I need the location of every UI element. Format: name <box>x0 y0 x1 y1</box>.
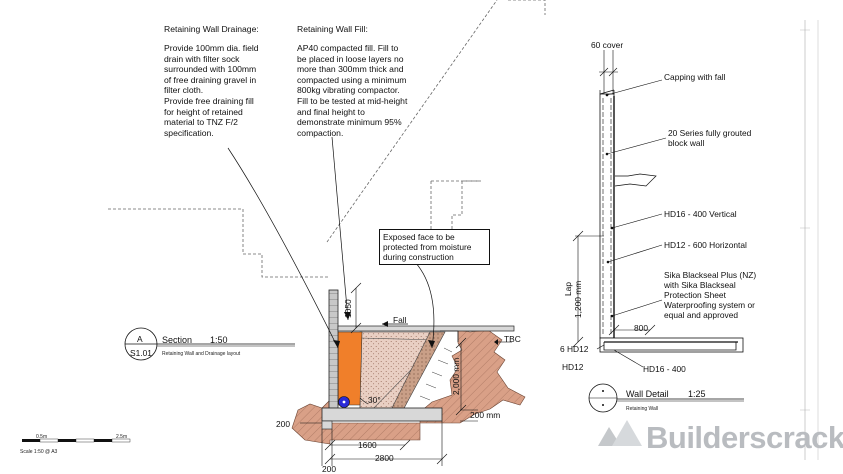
section-sheet-number: S1.01 <box>130 348 152 358</box>
note-leaders <box>227 136 435 349</box>
section-dimensions <box>300 282 512 466</box>
dim-800: 800 <box>634 323 648 333</box>
dim-200-bottom: 200 <box>322 464 336 474</box>
dim-1600: 1600 <box>358 440 377 450</box>
leader-arrowheads <box>333 312 435 348</box>
section-letter: A <box>137 334 143 344</box>
slab-edge <box>440 330 459 342</box>
wall-detail-title-symbol <box>588 383 744 413</box>
fill-note-title: Retaining Wall Fill: <box>297 24 368 34</box>
hd16-400-label: HD16 - 400 <box>643 364 686 374</box>
hd12-6-label: 6 HD12 <box>560 344 589 354</box>
footing-key <box>321 420 333 430</box>
cover-label: 60 cover <box>591 40 624 50</box>
block-wall-label: 20 Series fully grouted block wall <box>668 128 752 148</box>
sheet-border <box>800 20 819 460</box>
builderscrack-logo-icon <box>598 420 642 446</box>
top-slab <box>337 325 515 332</box>
tbc-marker <box>494 339 498 345</box>
wall-detail-subtitle: Retaining Wall <box>626 406 659 412</box>
section-subtitle: Retaining Wall and Drainage layout <box>162 351 241 357</box>
dim-2800: 2800 <box>375 453 394 463</box>
sika-label: Sika Blackseal Plus (NZ) with Sika Black… <box>664 270 757 320</box>
slope-hatching <box>419 347 453 401</box>
drain-pipe-core <box>342 400 346 404</box>
hd12-label: HD12 <box>562 362 584 372</box>
retaining-block-wall <box>328 289 339 413</box>
scale-bar <box>22 438 131 443</box>
wall-detail-scale: 1:25 <box>688 389 706 399</box>
hd16-vertical-label: HD16 - 400 Vertical <box>664 209 737 219</box>
lap-dimension: 1,200 mm <box>573 280 583 318</box>
existing-ground-dashed <box>108 0 546 278</box>
lap-label: Lap <box>563 282 573 296</box>
drainage-fill <box>337 331 363 406</box>
scale-note: Scale 1:50 @ A3 <box>20 449 58 455</box>
dim-1050: 1050 <box>343 299 353 318</box>
tbc-label: TBC <box>504 334 521 344</box>
hd12-horizontal-label: HD12 - 600 Horizontal <box>664 240 747 250</box>
angle-label: 30° <box>368 395 381 405</box>
wall-detail-leader-dots <box>605 93 614 318</box>
logo-text: Builderscrack <box>646 420 843 455</box>
dim-200-left: 200 <box>276 419 290 429</box>
fall-arrow-head <box>382 321 388 327</box>
capping-label: Capping with fall <box>664 72 726 82</box>
wall-detail-title: Wall Detail <box>626 389 669 399</box>
builderscrack-logo: Builderscrack <box>598 420 843 455</box>
section-title: Section <box>162 335 193 345</box>
drainage-note-text: Provide 100mm dia. field drain with filt… <box>164 43 259 138</box>
dim-200mm: 200 mm <box>470 410 501 420</box>
wall-footing <box>321 407 443 422</box>
section-scale: 1:50 <box>210 335 228 345</box>
fill-note-text: AP40 compacted fill. Fill to be placed i… <box>297 43 408 138</box>
scale-bar-left: 0.5m <box>36 434 48 440</box>
exposed-face-note: Exposed face to be protected from moistu… <box>379 229 490 265</box>
scale-bar-right: 2.5m <box>116 434 128 440</box>
section-title-symbol <box>124 327 295 361</box>
drainage-note-title: Retaining Wall Drainage: <box>164 24 259 34</box>
wall-detail-drawing <box>572 50 744 353</box>
fall-label: Fall <box>393 315 407 325</box>
wall-detail-leaders <box>596 79 667 368</box>
dim-2000: 2,000 mm <box>451 357 461 395</box>
